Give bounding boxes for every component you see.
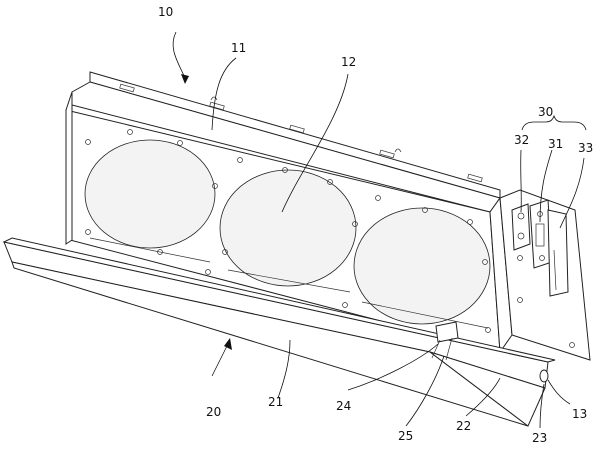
label-13: 13 — [572, 407, 587, 421]
strike-tab — [445, 337, 453, 361]
reference-numerals: 10 11 12 30 32 31 33 20 21 24 25 22 23 1… — [158, 5, 593, 445]
latch-assembly — [511, 199, 569, 297]
leader-10 — [172, 31, 186, 79]
screw-holes — [85, 129, 491, 333]
flange-slot — [467, 173, 483, 183]
housing-edge — [553, 249, 557, 291]
leader-lines — [172, 31, 587, 429]
label-12: 12 — [341, 55, 356, 69]
flange-slot — [209, 101, 225, 111]
label-33: 33 — [578, 141, 593, 155]
fan-opening-2 — [219, 169, 357, 287]
strike-tab — [431, 339, 441, 359]
leader-11 — [211, 57, 237, 131]
latch-housing — [547, 209, 569, 297]
latch-pin — [517, 232, 525, 240]
flange-slot — [289, 124, 305, 134]
label-11: 11 — [231, 41, 246, 55]
leader-31 — [539, 149, 553, 223]
flange-slot — [379, 149, 395, 159]
leader-32 — [520, 149, 522, 213]
arrow-head-20 — [224, 338, 232, 350]
leader-20 — [211, 343, 229, 377]
label-22: 22 — [456, 419, 471, 433]
label-31: 31 — [548, 137, 563, 151]
label-20: 20 — [206, 405, 221, 419]
label-32: 32 — [514, 133, 529, 147]
fan-opening-3 — [353, 207, 491, 325]
lever-slot — [535, 223, 545, 247]
label-23: 23 — [532, 431, 547, 445]
leader-23 — [539, 383, 545, 429]
leader-33 — [559, 157, 585, 229]
flange-slot — [119, 83, 135, 93]
latch-pin — [517, 212, 525, 220]
label-21: 21 — [268, 395, 283, 409]
label-25: 25 — [398, 429, 413, 443]
bracket-hole — [517, 255, 523, 261]
top-clip — [210, 96, 218, 101]
inner-edge — [89, 237, 211, 263]
brace-30 — [521, 114, 587, 131]
inner-edge — [227, 269, 351, 293]
hinge-pin — [539, 369, 549, 383]
label-30: 30 — [538, 105, 553, 119]
bracket-hole — [517, 297, 523, 303]
door-assembly — [2, 237, 556, 427]
leader-24 — [347, 343, 439, 391]
top-clip — [394, 148, 402, 153]
bracket-hole — [569, 342, 575, 348]
leader-12 — [281, 73, 349, 213]
leader-21 — [277, 339, 291, 399]
label-10: 10 — [158, 5, 173, 19]
strike-plate — [435, 321, 459, 343]
left-edge — [65, 91, 73, 245]
fan-opening-1 — [84, 139, 216, 249]
lever-pivot — [539, 255, 545, 261]
leader-25 — [405, 355, 445, 427]
door-end-panel — [429, 351, 546, 427]
inner-edge — [361, 301, 489, 329]
label-24: 24 — [336, 399, 351, 413]
leader-13 — [547, 379, 571, 405]
arrow-head-10 — [181, 74, 189, 84]
door-lip — [2, 237, 556, 363]
latch-bracket — [511, 203, 531, 251]
leader-22 — [465, 377, 501, 417]
